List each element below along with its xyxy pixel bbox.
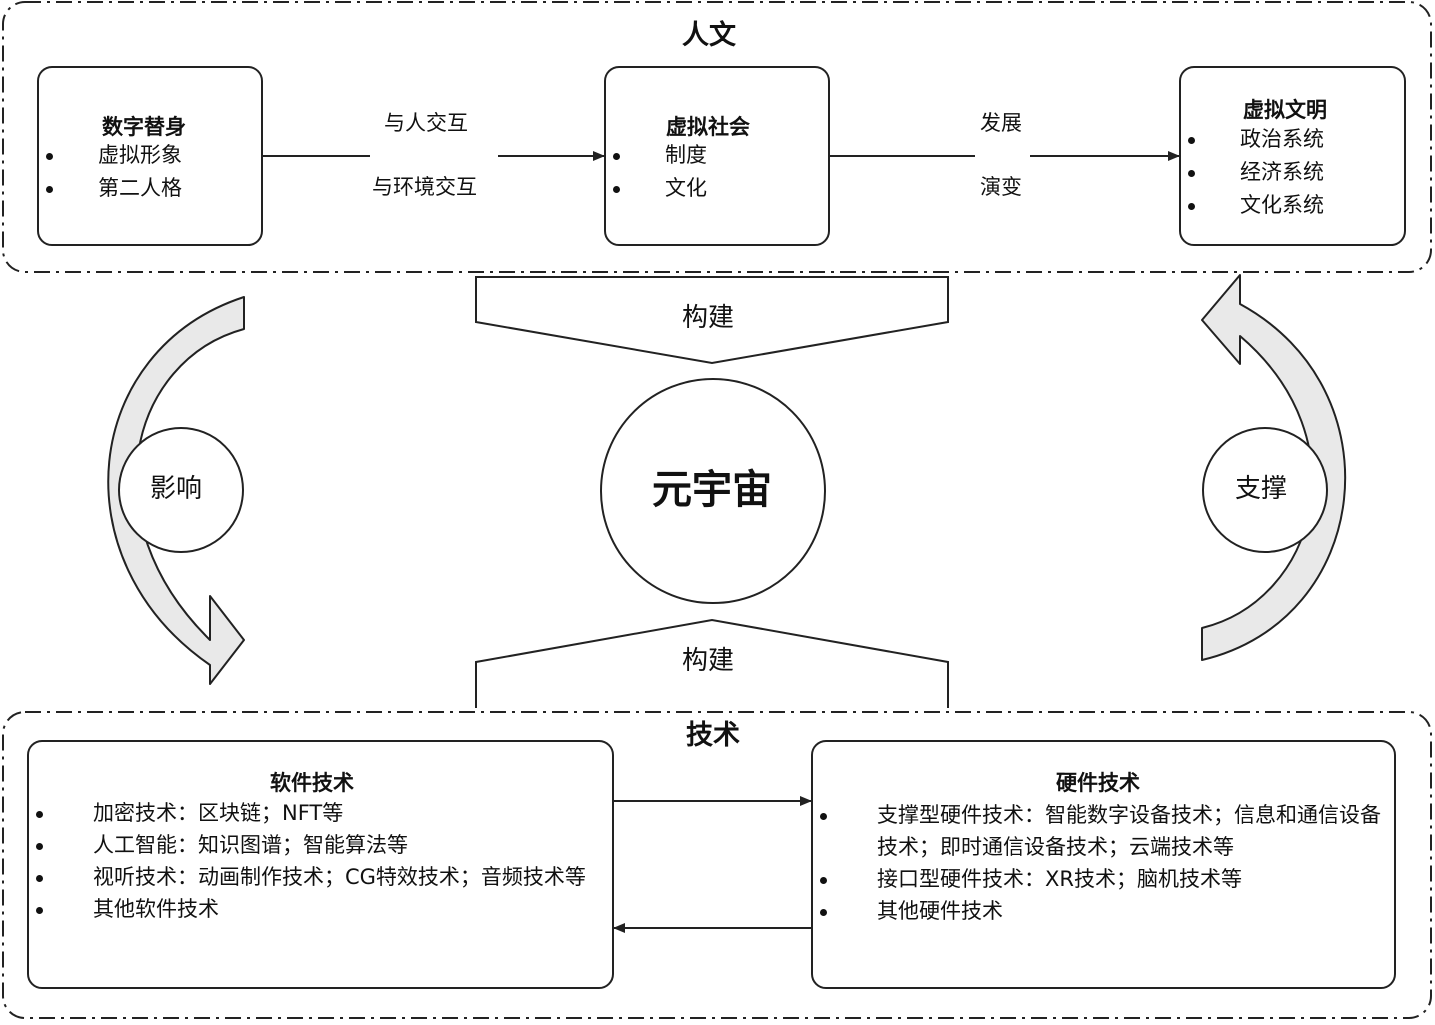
software-title: 软件技术 <box>270 771 354 795</box>
technology-title: 技术 <box>686 720 740 751</box>
digital-avatar-list: 虚拟形象 第二人格 <box>38 139 182 205</box>
virtual-society-list: 制度 文化 <box>605 139 707 205</box>
software-box <box>27 740 614 989</box>
build-arrow-down <box>475 276 949 365</box>
virtual-civilization-list: 政治系统 经济系统 文化系统 <box>1180 123 1324 222</box>
virtual-civilization-title: 虚拟文明 <box>1243 98 1327 122</box>
technology-group-frame <box>2 711 1432 1019</box>
build-arrow-up <box>475 618 949 708</box>
edge-label-environment-interaction: 与环境交互 <box>372 175 477 199</box>
list-item: 文化 <box>605 172 707 205</box>
influence-label: 影响 <box>150 474 203 504</box>
support-curved-arrow <box>1201 274 1347 661</box>
edge-label-evolution: 演变 <box>980 175 1022 199</box>
list-item: 接口型硬件技术：XR技术；脑机技术等 <box>812 863 1387 895</box>
support-label: 支撑 <box>1235 474 1288 504</box>
list-item: 经济系统 <box>1180 156 1324 189</box>
list-item: 加密技术：区块链；NFT等 <box>28 797 603 829</box>
list-item: 虚拟形象 <box>38 139 182 172</box>
list-item: 其他软件技术 <box>28 893 603 925</box>
list-item: 其他硬件技术 <box>812 895 1387 927</box>
list-item: 支撑型硬件技术：智能数字设备技术；信息和通信设备技术；即时通信设备技术；云端技术… <box>812 799 1387 863</box>
list-item: 人工智能：知识图谱；智能算法等 <box>28 829 603 861</box>
humanities-title: 人文 <box>682 20 736 51</box>
virtual-society-title: 虚拟社会 <box>666 115 750 139</box>
edge-label-human-interaction: 与人交互 <box>384 111 468 135</box>
software-list: 加密技术：区块链；NFT等 人工智能：知识图谱；智能算法等 视听技术：动画制作技… <box>28 797 603 925</box>
list-item: 文化系统 <box>1180 189 1324 222</box>
virtual-civilization-box <box>1179 66 1406 246</box>
build-label-top: 构建 <box>682 303 735 333</box>
metaverse-label: 元宇宙 <box>652 467 772 513</box>
humanities-group-frame <box>2 1 1432 273</box>
hardware-list: 支撑型硬件技术：智能数字设备技术；信息和通信设备技术；即时通信设备技术；云端技术… <box>812 799 1387 927</box>
list-item: 政治系统 <box>1180 123 1324 156</box>
hardware-box <box>811 740 1396 989</box>
influence-circle <box>118 427 244 553</box>
digital-avatar-title: 数字替身 <box>102 115 186 139</box>
list-item: 制度 <box>605 139 707 172</box>
influence-curved-arrow <box>107 296 245 685</box>
support-circle <box>1202 427 1328 553</box>
list-item: 第二人格 <box>38 172 182 205</box>
build-label-bottom: 构建 <box>682 646 735 676</box>
metaverse-circle <box>600 378 826 604</box>
edge-label-development: 发展 <box>980 111 1022 135</box>
hardware-title: 硬件技术 <box>1056 771 1140 795</box>
list-item: 视听技术：动画制作技术；CG特效技术；音频技术等 <box>28 861 603 893</box>
